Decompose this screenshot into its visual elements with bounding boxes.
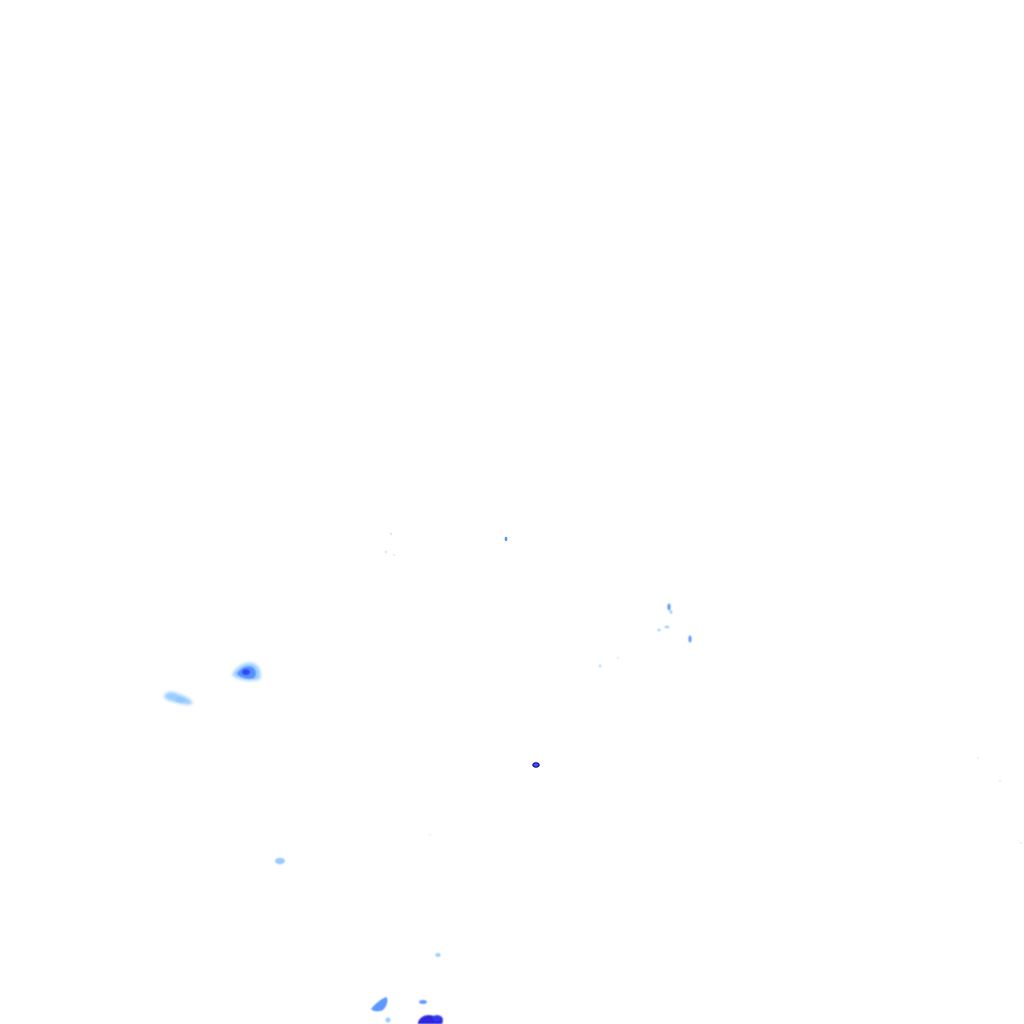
storm-fragment <box>433 1015 441 1021</box>
echo-cluster-north <box>384 532 508 556</box>
echo-cluster-west <box>164 662 261 705</box>
echo-cluster-center <box>532 762 540 768</box>
echo-speck <box>384 550 388 554</box>
storm-fragment <box>385 1017 391 1023</box>
echo-cell <box>275 857 285 865</box>
echo-cell <box>667 603 671 611</box>
rain-band-core <box>175 697 185 703</box>
echo-cluster-far-east <box>977 757 1022 844</box>
echo-cell <box>657 628 661 632</box>
echo-speck <box>429 834 431 836</box>
echo-cell <box>688 635 692 643</box>
echo-speck <box>393 554 395 556</box>
echo-speck <box>598 664 602 668</box>
intense-cell-outline <box>532 762 540 768</box>
storm-fragment <box>371 997 388 1012</box>
echo-cluster-south <box>371 997 443 1024</box>
echo-cell <box>664 625 670 629</box>
echo-cluster-east <box>598 603 692 668</box>
storm-fragment <box>419 1000 427 1004</box>
echo-cluster-southwest <box>275 834 441 957</box>
echo-speck <box>389 532 393 536</box>
storm-cell-center <box>242 669 250 675</box>
echo-speck <box>1020 842 1022 844</box>
echo-speck <box>616 656 620 660</box>
echo-cell <box>435 953 441 957</box>
echo-speck <box>977 757 979 759</box>
intense-cell <box>533 763 539 767</box>
echo-cell <box>669 610 673 614</box>
echo-speck <box>504 536 508 542</box>
echo-speck <box>999 780 1001 782</box>
